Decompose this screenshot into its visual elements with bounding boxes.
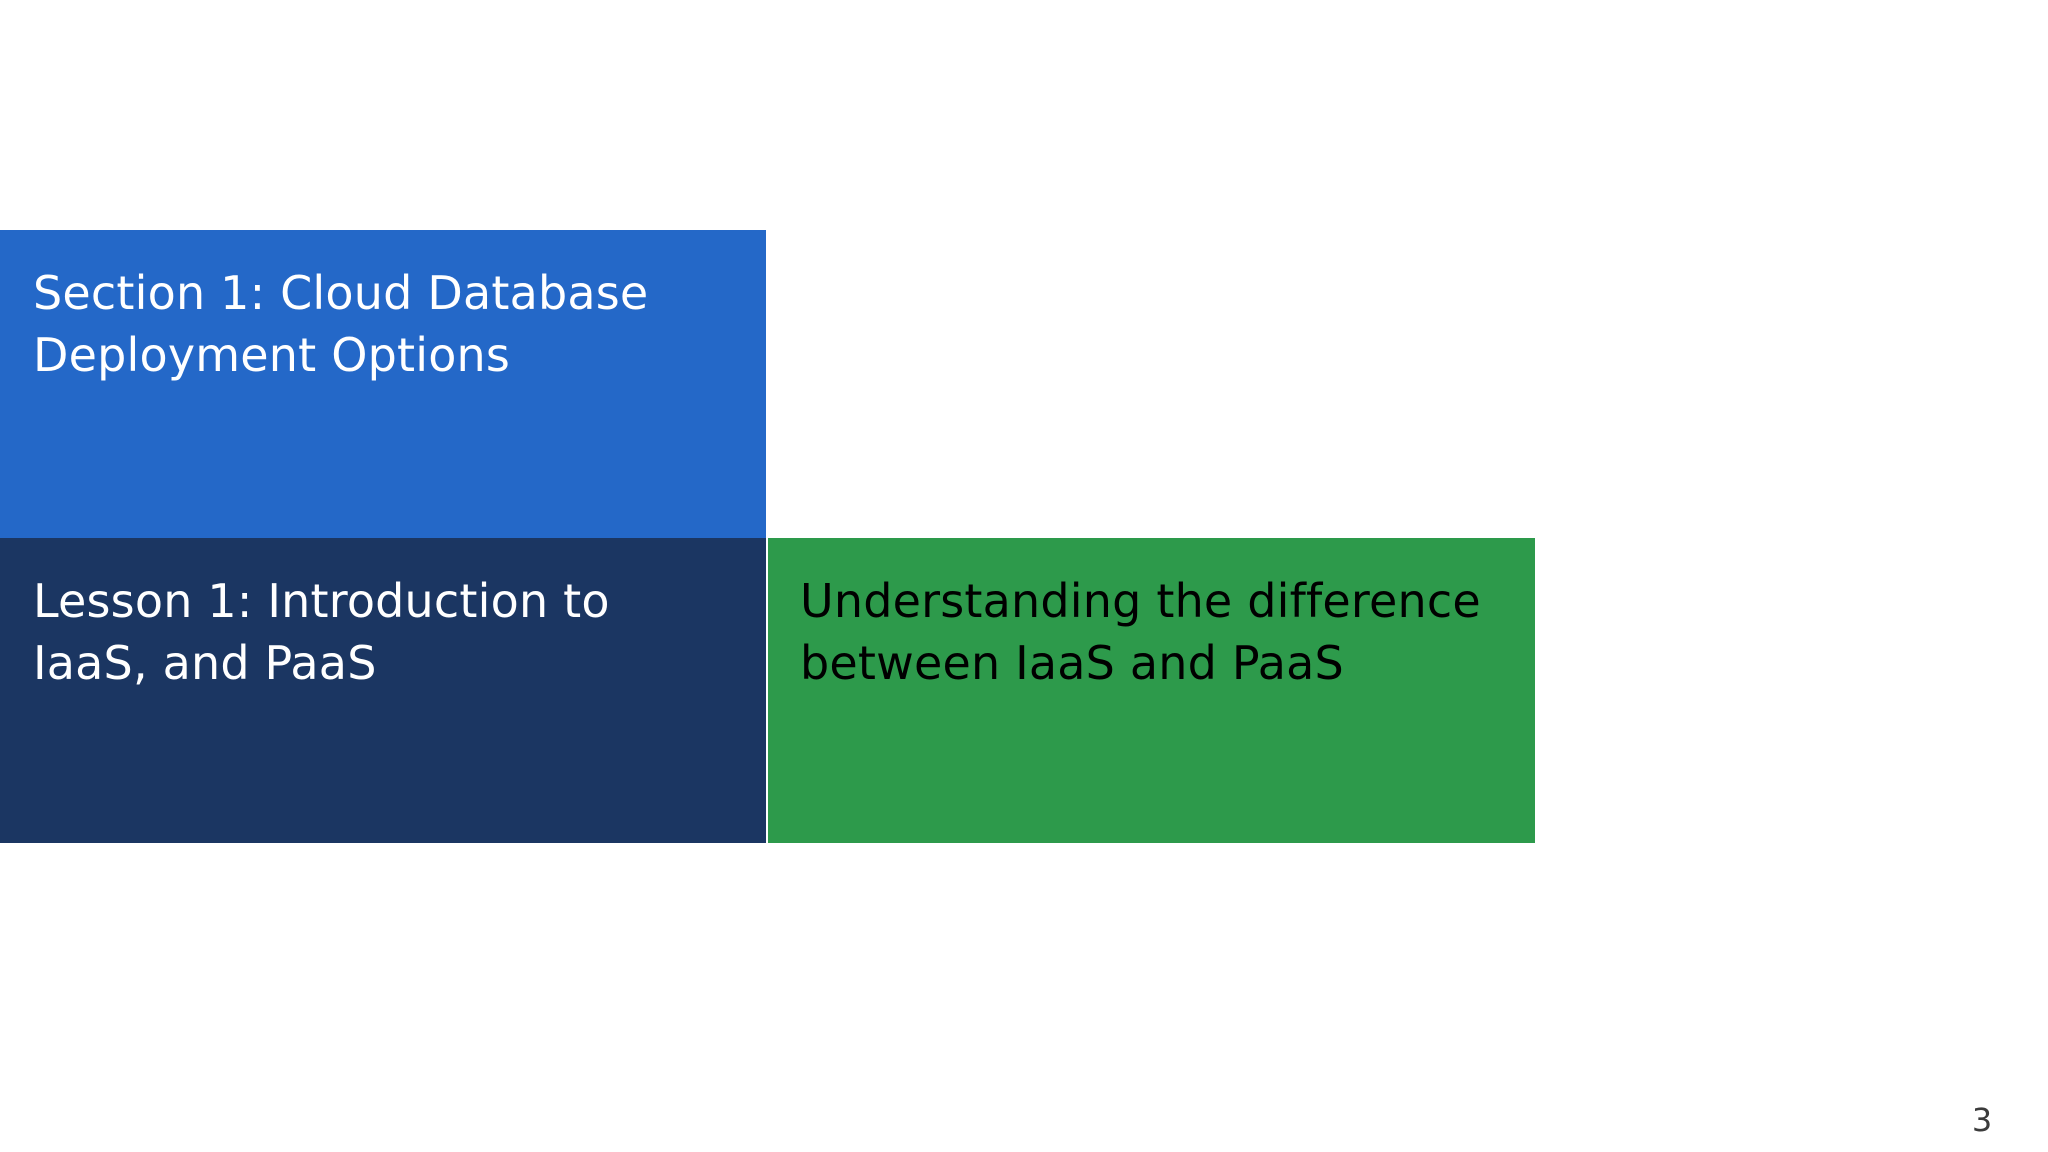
lesson-description-text: Understanding the difference between Iaa… <box>800 574 1481 690</box>
section-header-block: Section 1: Cloud Database Deployment Opt… <box>0 230 766 538</box>
section-title: Section 1: Cloud Database Deployment Opt… <box>33 266 649 382</box>
slide-number: 3 <box>1971 1101 1993 1139</box>
lesson-title: Lesson 1: Introduction to IaaS, and PaaS <box>33 574 610 690</box>
lesson-description-block: Understanding the difference between Iaa… <box>768 538 1535 843</box>
lesson-title-block: Lesson 1: Introduction to IaaS, and PaaS <box>0 538 766 843</box>
